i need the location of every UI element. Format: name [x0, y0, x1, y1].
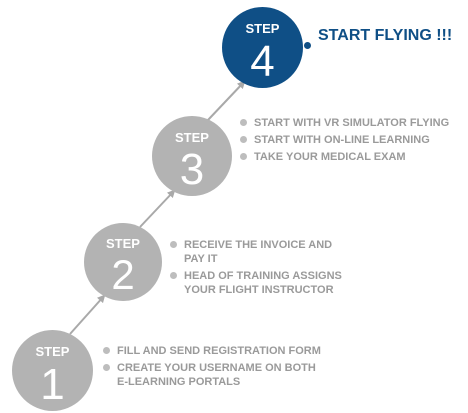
list-item: START WITH ON-LINE LEARNING: [240, 133, 460, 147]
list-item: HEAD OF TRAINING ASSIGNS YOUR FLIGHT INS…: [170, 269, 345, 297]
step-1-items: FILL AND SEND REGISTRATION FORM CREATE Y…: [103, 344, 323, 392]
step-3-number: 3: [179, 145, 205, 194]
step-3-item-1-text: START WITH VR SIMULATOR FLYING: [254, 117, 450, 129]
step-2-number: 2: [111, 251, 135, 298]
step-4-circle: STEP 4: [222, 7, 303, 88]
arrow-step3-to-step4: [207, 80, 246, 121]
bullet-icon: [304, 42, 311, 49]
step-3-items: START WITH VR SIMULATOR FLYING START WIT…: [240, 116, 460, 167]
step-1-circle: STEP 1: [12, 330, 93, 411]
step-2-item-2-text: HEAD OF TRAINING ASSIGNS YOUR FLIGHT INS…: [184, 270, 342, 296]
start-flying-text: START FLYING !!!: [318, 27, 453, 44]
bullet-icon: [170, 241, 177, 248]
step-1-item-1-text: FILL AND SEND REGISTRATION FORM: [117, 345, 321, 357]
step-3-item-2-text: START WITH ON-LINE LEARNING: [254, 134, 430, 146]
bullet-icon: [103, 364, 110, 371]
step-2-keyword: STEP: [106, 236, 140, 251]
step-4-number: 4: [250, 37, 275, 86]
bullet-icon: [103, 347, 110, 354]
bullet-icon: [170, 272, 177, 279]
list-item: CREATE YOUR USERNAME ON BOTH E-LEARNING …: [103, 361, 323, 389]
step-3-keyword: STEP: [175, 130, 209, 145]
step-1-number: 1: [40, 360, 65, 409]
step-1-item-2-text: CREATE YOUR USERNAME ON BOTH E-LEARNING …: [117, 362, 316, 388]
bullet-icon: [240, 136, 247, 143]
step-2-circle: STEP 2: [84, 223, 162, 301]
arrow-step1-to-step2: [69, 294, 106, 335]
step-1-keyword: STEP: [35, 344, 70, 359]
step-2-items: RECEIVE THE INVOICE AND PAY IT HEAD OF T…: [170, 238, 345, 300]
bullet-icon: [240, 153, 247, 160]
step-4-keyword: STEP: [245, 21, 280, 36]
step-3-circle: STEP 3: [152, 116, 232, 196]
list-item: START WITH VR SIMULATOR FLYING: [240, 116, 460, 130]
list-item: FILL AND SEND REGISTRATION FORM: [103, 344, 323, 358]
list-item: TAKE YOUR MEDICAL EXAM: [240, 150, 460, 164]
arrow-step2-to-step3: [139, 189, 176, 228]
bullet-icon: [240, 119, 247, 126]
step-2-item-1-text: RECEIVE THE INVOICE AND PAY IT: [184, 239, 333, 265]
list-item: RECEIVE THE INVOICE AND PAY IT: [170, 238, 345, 266]
step-3-item-3-text: TAKE YOUR MEDICAL EXAM: [254, 151, 406, 163]
